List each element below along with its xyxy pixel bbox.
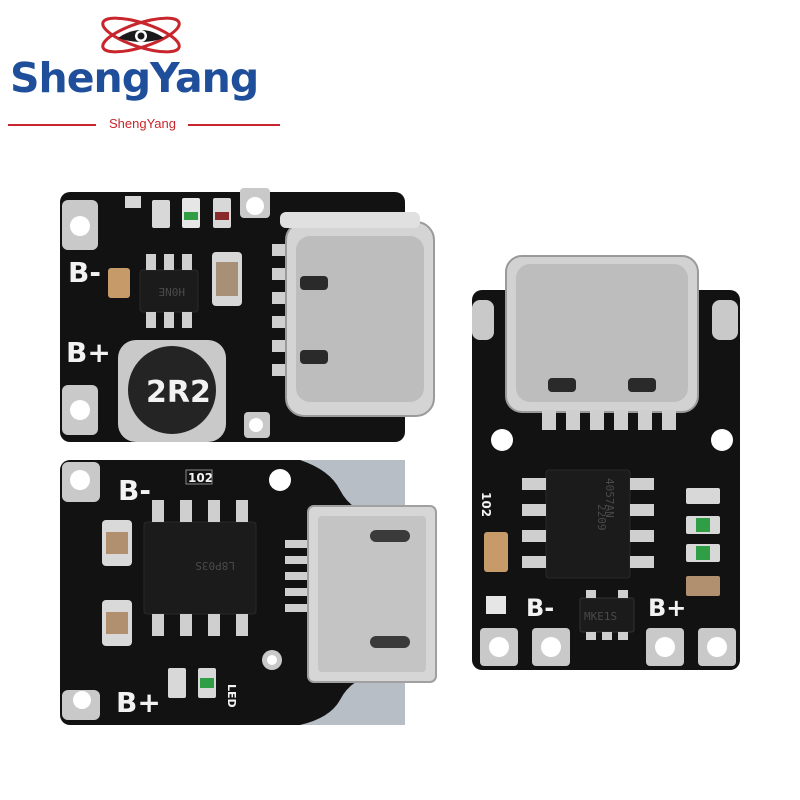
mount-hole	[269, 469, 291, 491]
board-edge	[712, 300, 738, 340]
board-bottom-left: B- B+ 102 L8P03S LED	[60, 460, 437, 725]
smd-component	[152, 200, 170, 228]
pad-hole	[267, 655, 277, 665]
marker-box	[486, 596, 506, 614]
board-edge	[300, 670, 405, 725]
chip-marking: L8P03S	[195, 559, 235, 572]
inductor	[128, 346, 216, 434]
mount-hole	[246, 197, 264, 215]
pad-hole	[70, 216, 90, 236]
inductor-marking: 2R2	[146, 375, 211, 410]
capacitor	[108, 268, 130, 298]
smd-pad	[125, 196, 141, 208]
eye-icon	[101, 16, 181, 54]
ic-marking: MKE1S	[584, 610, 617, 623]
board-top-left: B- B+ H0NE 2R2	[60, 188, 435, 442]
brand-divider-left	[8, 124, 96, 126]
brand-divider-right	[188, 124, 280, 126]
led-indicator	[696, 518, 710, 532]
chip-marking: H0NE	[159, 285, 186, 298]
led-marking: LED	[225, 684, 238, 708]
chip-marking: 2209	[595, 504, 608, 531]
resistor-marking: 102	[188, 471, 213, 485]
chip-right	[545, 469, 631, 579]
mount-hole	[249, 418, 263, 432]
brand-logo: ShengYang ShengYang	[0, 0, 290, 140]
chip-marking: 4057AN	[603, 478, 616, 518]
led-indicator	[184, 212, 198, 220]
label-b-plus: B+	[116, 686, 161, 719]
connector-face	[516, 264, 688, 402]
label-b-minus: B-	[526, 594, 554, 622]
smd-component	[686, 488, 720, 504]
connector-face	[318, 516, 426, 672]
brand-name: ShengYang	[10, 54, 259, 102]
led	[168, 668, 186, 698]
mount-hole	[491, 429, 513, 451]
board-edge	[472, 300, 494, 340]
label-b-plus: B+	[648, 594, 686, 622]
pad-hole	[70, 470, 90, 490]
label-b-minus: B-	[118, 474, 151, 507]
board-right: 4057AN 2209 102 B- B+ MKE1S	[472, 255, 740, 670]
mount-hole	[711, 429, 733, 451]
capacitor-body	[216, 262, 238, 296]
label-b-plus: B+	[66, 336, 111, 369]
led-indicator	[696, 546, 710, 560]
led-indicator	[200, 678, 214, 688]
capacitor	[484, 532, 508, 572]
brand-subtitle: ShengYang	[109, 116, 176, 131]
pad-hole	[70, 400, 90, 420]
resistor-marking: 102	[479, 492, 493, 517]
led-indicator	[215, 212, 229, 220]
connector-face	[296, 236, 424, 402]
chip-bottom-left	[143, 521, 257, 615]
pad-hole	[73, 691, 91, 709]
label-b-minus: B-	[68, 256, 101, 289]
capacitor	[686, 576, 720, 596]
